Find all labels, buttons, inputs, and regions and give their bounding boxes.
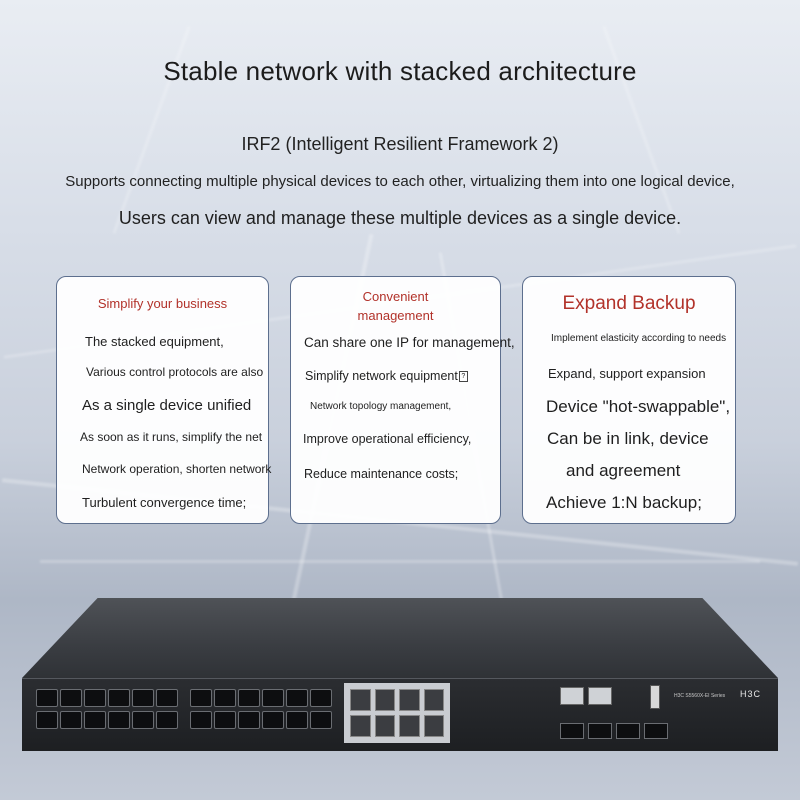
card-line: Expand, support expansion: [548, 366, 706, 381]
card-title: Expand Backup: [562, 293, 696, 314]
card-line: As soon as it runs, simplify the net: [80, 430, 263, 444]
sfp-port: [36, 711, 58, 729]
uplink-port: [560, 723, 584, 739]
network-switch-image: H3C S5560X-EI Series H3C: [22, 598, 778, 751]
sfp-port: [262, 711, 284, 729]
switch-front-panel: H3C S5560X-EI Series H3C: [22, 678, 778, 751]
card-line: and agreement: [566, 461, 681, 480]
card-line: Simplify network equipment?: [305, 369, 468, 383]
page-title: Stable network with stacked architecture: [163, 56, 637, 86]
rj45-port: [399, 689, 420, 711]
management-port: [560, 687, 584, 705]
sfp-port-group: [190, 689, 332, 729]
uplink-port: [588, 723, 612, 739]
rj45-port: [350, 689, 371, 711]
usb-port-icon: [650, 685, 660, 709]
card-line: Implement elasticity according to needs: [551, 333, 727, 344]
rj45-port: [423, 715, 444, 737]
card-title: Convenient management: [291, 287, 500, 325]
card-line: Turbulent convergence time;: [82, 495, 247, 510]
feature-card-expand-backup: Expand Backup Implement elasticity accor…: [522, 276, 736, 524]
rj45-port: [423, 689, 444, 711]
card-line: Can be in link, device: [547, 429, 709, 448]
sfp-port: [238, 689, 260, 707]
sfp-port: [156, 689, 178, 707]
switch-top-panel: [22, 598, 778, 678]
card-line: Can share one IP for management,: [304, 335, 515, 350]
sfp-port: [132, 711, 154, 729]
sfp-port: [262, 689, 284, 707]
section-subtitle: IRF2 (Intelligent Resilient Framework 2): [241, 134, 559, 154]
card-line: Reduce maintenance costs;: [304, 467, 459, 481]
sfp-port: [156, 711, 178, 729]
uplink-port: [616, 723, 640, 739]
sfp-port: [60, 711, 82, 729]
card-line-text: Simplify network equipment: [305, 369, 458, 383]
feature-card-simplify-business: Simplify your business The stacked equip…: [56, 276, 272, 524]
rj45-port: [374, 689, 395, 711]
console-port: [588, 687, 612, 705]
sfp-port: [108, 711, 130, 729]
sfp-port: [238, 711, 260, 729]
light-streak: [40, 560, 760, 563]
feature-card-convenient-management: Convenient management Can share one IP f…: [290, 276, 515, 524]
sfp-port: [60, 689, 82, 707]
sfp-port: [310, 711, 332, 729]
rj45-port: [374, 715, 395, 737]
rj45-port: [350, 715, 371, 737]
card-line: Achieve 1:N backup;: [546, 493, 702, 512]
card-line: Various control protocols are also: [86, 365, 264, 379]
card-line: Improve operational efficiency,: [303, 432, 472, 446]
card-line: Network topology management,: [310, 401, 452, 412]
model-label: H3C S5560X-EI Series: [674, 693, 726, 699]
card-line: As a single device unified: [82, 397, 252, 414]
description-line-2: Users can view and manage these multiple…: [118, 208, 682, 228]
sfp-port: [84, 711, 106, 729]
sfp-port: [108, 689, 130, 707]
sfp-port: [286, 711, 308, 729]
sfp-port: [190, 711, 212, 729]
brand-logo: H3C: [740, 689, 762, 699]
missing-glyph-icon: ?: [458, 371, 468, 383]
description-line-1: Supports connecting multiple physical de…: [65, 173, 735, 190]
card-line: The stacked equipment,: [85, 334, 224, 349]
card-title-line: Convenient: [362, 289, 429, 304]
sfp-port: [132, 689, 154, 707]
card-line: Network operation, shorten network: [82, 462, 272, 476]
card-title-line: management: [357, 308, 434, 323]
card-title: Simplify your business: [97, 296, 228, 311]
sfp-port: [84, 689, 106, 707]
rj45-port-group: [344, 683, 450, 743]
card-line: Device "hot-swappable",: [546, 397, 731, 416]
sfp-port: [190, 689, 212, 707]
sfp-port: [286, 689, 308, 707]
sfp-port: [36, 689, 58, 707]
sfp-port-group: [36, 689, 178, 729]
rj45-port: [399, 715, 420, 737]
sfp-port: [214, 689, 236, 707]
sfp-port: [310, 689, 332, 707]
sfp-port: [214, 711, 236, 729]
uplink-port: [644, 723, 668, 739]
